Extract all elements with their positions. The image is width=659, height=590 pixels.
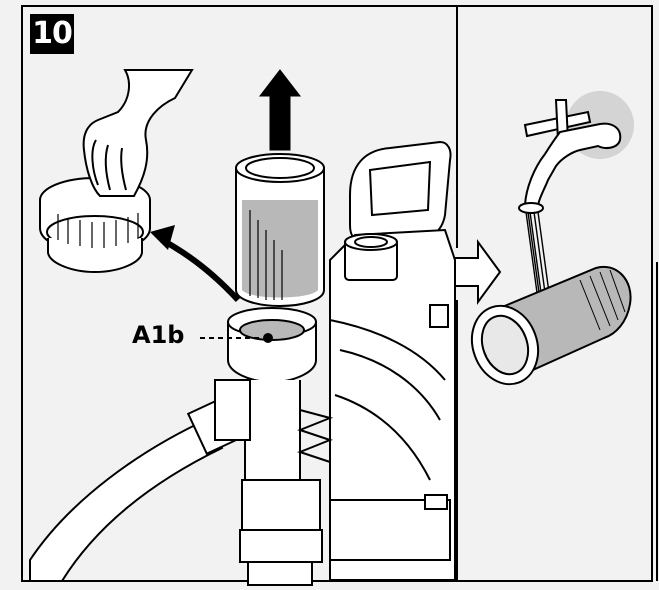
water-stream [525, 211, 551, 301]
water-tap-icon [518, 99, 622, 214]
callout-dot [263, 333, 273, 343]
pump-fitting [344, 233, 398, 281]
step-number-badge: 10 [30, 14, 74, 54]
arrow-up-icon [258, 69, 302, 151]
hand-icon [82, 69, 194, 197]
callout-label-a1b: A1b [132, 321, 185, 349]
filter-housing [214, 307, 334, 586]
panel-dividers [456, 6, 658, 581]
curved-arrow-icon [160, 237, 241, 303]
hose [29, 398, 238, 582]
arrow-right-icon [451, 238, 502, 306]
curved-arrow-head [150, 225, 175, 250]
rinsed-filter [470, 265, 632, 386]
pump-base [329, 304, 451, 561]
pump-body [329, 140, 456, 581]
filter-cartridge [235, 153, 325, 308]
